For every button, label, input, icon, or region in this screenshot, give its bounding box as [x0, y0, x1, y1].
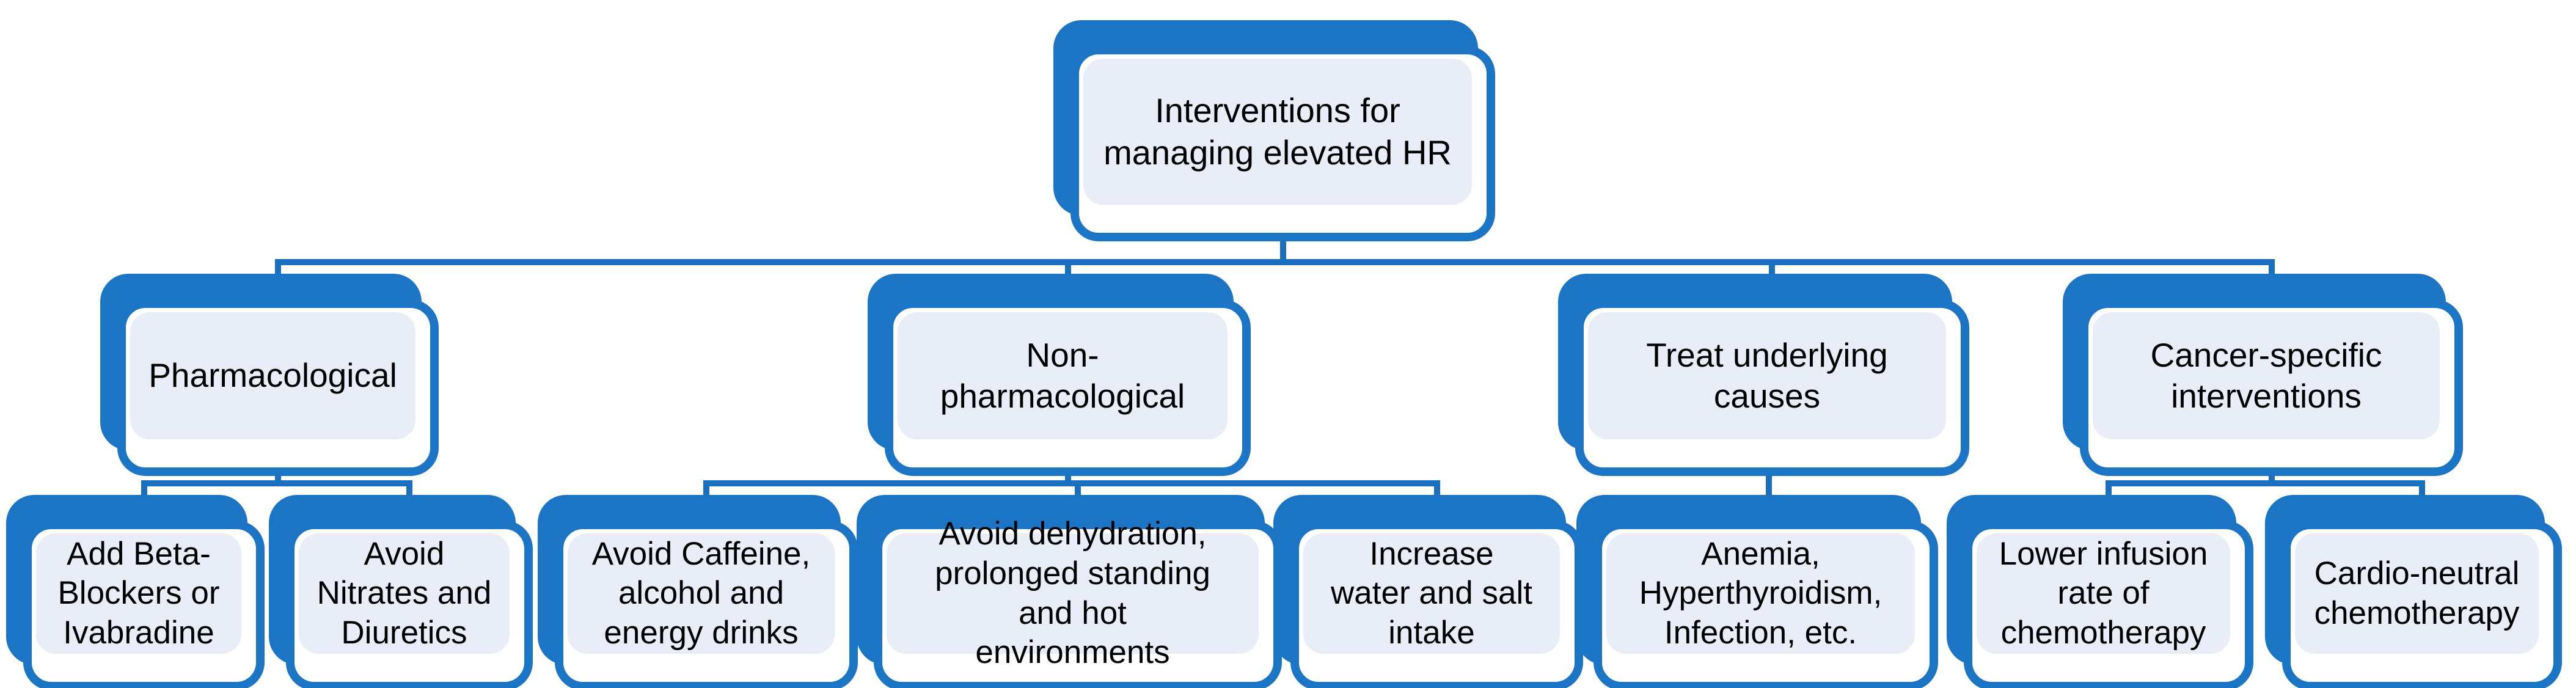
- node-panel: Cardio-neutral chemotherapy: [2295, 533, 2539, 654]
- node-face: Avoid dehydration, prolonged standing an…: [874, 516, 1282, 688]
- node-panel: Avoid Nitrates and Diuretics: [299, 533, 510, 654]
- node-avoid-dehydration: Avoid dehydration, prolonged standing an…: [857, 495, 1282, 688]
- node-face: Anemia, Hyperthyroidism, Infection, etc.: [1594, 521, 1938, 688]
- node-panel: Lower infusion rate of chemotherapy: [1977, 533, 2230, 654]
- node-panel: Cancer-specific interventions: [2093, 312, 2440, 439]
- node-label: Treat underlying causes: [1646, 335, 1888, 415]
- connector-pharmacological-branch: [141, 480, 412, 486]
- node-treat-underlying-causes: Treat underlying causes: [1558, 274, 1969, 476]
- node-label: Avoid dehydration, prolonged standing an…: [935, 516, 1210, 671]
- connector-nonpharmacological-branch: [703, 480, 1440, 486]
- node-interventions-root: Interventions for managing elevated HR: [1053, 20, 1495, 241]
- node-face: Increase water and salt intake: [1290, 521, 1583, 688]
- node-label: Cancer-specific interventions: [2150, 335, 2382, 415]
- node-avoid-caffeine: Avoid Caffeine, alcohol and energy drink…: [538, 495, 858, 688]
- node-label: Pharmacological: [148, 356, 397, 395]
- node-face: Add Beta- Blockers or Ivabradine: [23, 521, 265, 688]
- connector-main-trunk: [278, 259, 2275, 265]
- connector-root-stub: [1280, 240, 1286, 262]
- node-cancer-specific-interventions: Cancer-specific interventions: [2063, 274, 2463, 476]
- node-panel: Add Beta- Blockers or Ivabradine: [36, 533, 241, 654]
- node-panel: Avoid dehydration, prolonged standing an…: [887, 516, 1259, 670]
- node-panel: Anemia, Hyperthyroidism, Infection, etc.: [1606, 533, 1915, 654]
- node-anemia-hyperthyroidism: Anemia, Hyperthyroidism, Infection, etc.: [1576, 495, 1938, 688]
- node-face: Treat underlying causes: [1575, 299, 1969, 476]
- node-label: Non- pharmacological: [940, 335, 1185, 415]
- node-label: Cardio-neutral chemotherapy: [2314, 555, 2520, 631]
- node-face: Cardio-neutral chemotherapy: [2282, 521, 2562, 688]
- node-panel: Non- pharmacological: [898, 312, 1228, 439]
- node-face: Pharmacological: [117, 299, 439, 476]
- node-panel: Avoid Caffeine, alcohol and energy drink…: [568, 533, 835, 654]
- node-panel: Pharmacological: [130, 312, 415, 439]
- node-face: Non- pharmacological: [885, 299, 1251, 476]
- node-face: Interventions for managing elevated HR: [1070, 46, 1495, 241]
- node-face: Cancer-specific interventions: [2080, 299, 2463, 476]
- node-panel: Treat underlying causes: [1588, 312, 1946, 439]
- node-cardio-neutral-chemo: Cardio-neutral chemotherapy: [2265, 495, 2562, 688]
- node-face: Avoid Caffeine, alcohol and energy drink…: [555, 521, 858, 688]
- node-add-beta-blockers: Add Beta- Blockers or Ivabradine: [6, 495, 265, 688]
- node-label: Interventions for managing elevated HR: [1103, 91, 1452, 172]
- node-label: Add Beta- Blockers or Ivabradine: [57, 535, 220, 651]
- node-label: Anemia, Hyperthyroidism, Infection, etc.: [1639, 535, 1883, 651]
- node-label: Lower infusion rate of chemotherapy: [1999, 535, 2208, 651]
- node-avoid-nitrates: Avoid Nitrates and Diuretics: [269, 495, 533, 688]
- connector-cancer-specific-branch: [2106, 480, 2425, 486]
- node-label: Avoid Nitrates and Diuretics: [317, 535, 492, 651]
- node-lower-infusion-rate: Lower infusion rate of chemotherapy: [1947, 495, 2253, 688]
- node-face: Lower infusion rate of chemotherapy: [1964, 521, 2253, 688]
- node-increase-water-salt: Increase water and salt intake: [1273, 495, 1583, 688]
- node-label: Increase water and salt intake: [1331, 535, 1532, 651]
- node-panel: Interventions for managing elevated HR: [1083, 59, 1472, 205]
- node-pharmacological: Pharmacological: [100, 274, 439, 476]
- node-label: Avoid Caffeine, alcohol and energy drink…: [591, 535, 811, 651]
- node-nonpharmacological: Non- pharmacological: [868, 274, 1251, 476]
- node-panel: Increase water and salt intake: [1303, 533, 1560, 654]
- node-face: Avoid Nitrates and Diuretics: [286, 521, 533, 688]
